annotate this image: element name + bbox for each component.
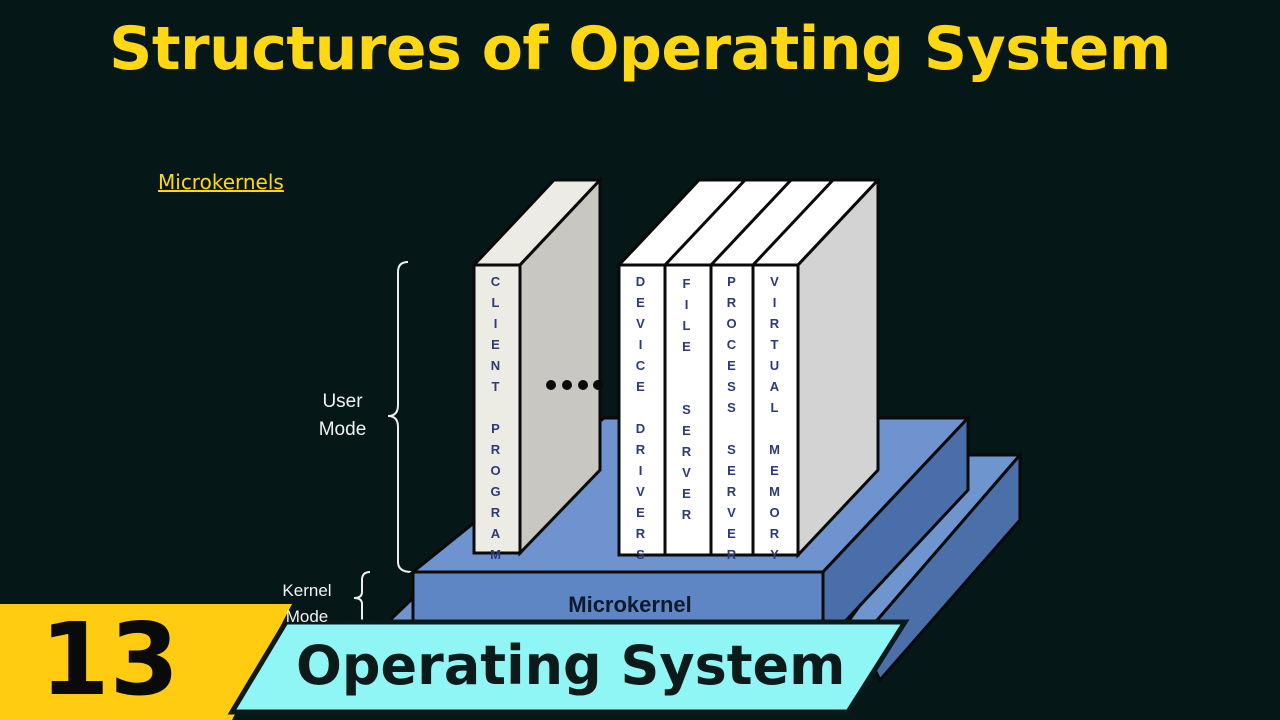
course-banner-bg <box>227 619 910 715</box>
episode-number: 13 <box>40 601 180 718</box>
device-drivers-spine: DEVICE DRIVERS <box>633 274 648 568</box>
kernel-mode-brace <box>353 571 371 620</box>
client-program-book <box>470 176 604 557</box>
user-mode-label: User Mode <box>318 391 367 440</box>
section-heading: Microkernels <box>158 170 284 194</box>
virtual-memory-spine: VIRTUAL MEMORY <box>767 274 782 568</box>
user-mode-brace <box>387 261 413 573</box>
server-books <box>615 176 882 559</box>
ellipsis-dots <box>546 380 603 390</box>
episode-badge-bg <box>0 604 292 720</box>
file-server-spine: FILE SERVER <box>679 276 694 528</box>
process-server-spine: PROCESS SERVER <box>724 274 739 568</box>
client-program-spine: CLIENT PROGRAM <box>488 274 503 568</box>
page-title: Structures of Operating System <box>109 14 1171 84</box>
kernel-mode-label: Kernel Mode <box>282 581 332 626</box>
course-title: Operating System <box>296 634 846 697</box>
microkernel-label: Microkernel <box>568 592 692 617</box>
